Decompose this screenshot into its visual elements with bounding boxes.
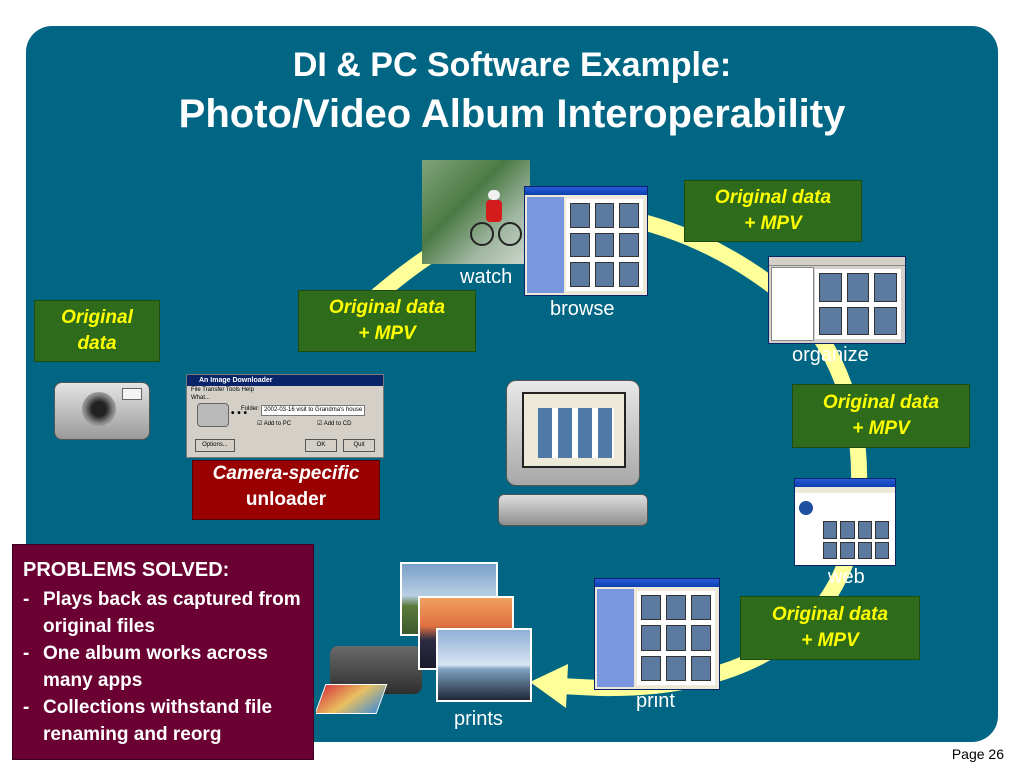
unloader-line2: unloader [245,489,327,510]
dialog-menubar: File Transfer Tools Help [191,387,254,393]
box-line2: + MPV [801,630,859,651]
slide-title-line2: Photo/Video Album Interoperability [178,92,846,136]
original-data-box-left: Original data [34,300,160,362]
mpv-box-bottom-right: Original data + MPV [740,596,920,660]
camera-flash [122,388,142,400]
monitor-screen [522,392,626,468]
web-label: web [828,566,865,588]
bullet-dash: - [23,589,30,610]
box-line2: + MPV [358,323,416,344]
problems-solved-box: PROBLEMS SOLVED: - Plays back as capture… [12,544,314,760]
dialog-titlebar: An Image Downloader [187,375,383,386]
organize-label: organize [792,344,869,366]
unloader-line1: Camera-specific [212,463,360,484]
mpv-box-top-right: Original data + MPV [684,180,862,242]
photo-grid [821,519,891,561]
camera-lens [82,392,116,426]
photo-grid [637,591,715,685]
problem-item: - One album works across many apps [23,640,313,694]
box-line1: Original [61,307,133,328]
add-to-cd-label: Add to CD [323,421,352,427]
camera-icon [197,403,229,427]
print-photo-3 [436,628,532,702]
web-logo [799,501,813,515]
bullet-dash: - [23,697,30,718]
web-toolbar [795,487,895,493]
quit-button[interactable]: Quit [343,439,375,452]
slide-title-line1: DI & PC Software Example: [292,46,732,84]
problem-item-text: Plays back as captured from original fil… [43,589,301,637]
dialog-what-label: What... [191,395,211,401]
web-window-screenshot [794,478,896,566]
add-to-cd-checkbox[interactable]: ☑ Add to CD [317,421,352,427]
box-line1: Original data [714,187,832,208]
window-tree [771,267,814,341]
photo-grid [815,269,901,339]
rider-body [486,200,502,222]
ok-button[interactable]: OK [305,439,337,452]
options-button[interactable]: Options... [195,439,235,452]
box-line1: Original data [328,297,446,318]
add-to-pc-label: Add to PC [263,421,292,427]
browse-window-screenshot [524,186,648,296]
flow-ring-arrowhead [530,664,568,708]
window-titlebar [595,579,719,587]
printer-output-photo [316,684,388,714]
folder-label: Folder: [241,406,260,412]
problems-heading: PROBLEMS SOLVED: [23,559,230,581]
mpv-box-center: Original data + MPV [298,290,476,352]
window-sidebar [597,589,635,687]
page-number: Page 26 [951,746,1004,762]
box-line1: Original data [822,392,940,413]
box-line2: + MPV [744,213,802,234]
print-window-screenshot [594,578,720,690]
problem-item: - Plays back as captured from original f… [23,586,313,640]
watch-video-thumbnail [422,160,530,264]
box-line2: + MPV [852,418,910,439]
box-line2: data [77,333,117,354]
rider-helmet [488,190,500,200]
watch-label: watch [460,266,513,288]
organize-window-screenshot [768,256,906,344]
screen-grid [538,408,614,458]
window-sidebar [527,197,564,293]
camera-specific-unloader-box: Camera-specific unloader [192,460,380,520]
bike-wheel-front [498,222,522,246]
transfer-dots: • • • [231,408,248,419]
window-titlebar [525,187,647,195]
photo-grid [566,199,643,291]
print-label: print [636,690,675,712]
image-downloader-dialog: An Image Downloader File Transfer Tools … [186,374,384,458]
problem-item-text: Collections withstand file renaming and … [43,697,273,745]
problem-item: - Collections withstand file renaming an… [23,694,313,748]
add-to-pc-checkbox[interactable]: ☑ Add to PC [257,421,292,427]
box-line1: Original data [771,604,889,625]
keyboard [498,494,648,526]
bullet-dash: - [23,643,30,664]
digital-camera-image [52,374,152,444]
browse-label: browse [550,298,615,320]
photo-printer-image [316,636,428,718]
pc-computer-image [496,378,652,530]
window-titlebar [769,257,905,266]
prints-label: prints [454,708,503,730]
mpv-box-right: Original data + MPV [792,384,970,448]
folder-input[interactable]: 2002-03-16 visit to Grandma's house [261,405,365,416]
bike-wheel-rear [470,222,494,246]
problem-item-text: One album works across many apps [43,643,268,691]
window-titlebar [795,479,895,487]
